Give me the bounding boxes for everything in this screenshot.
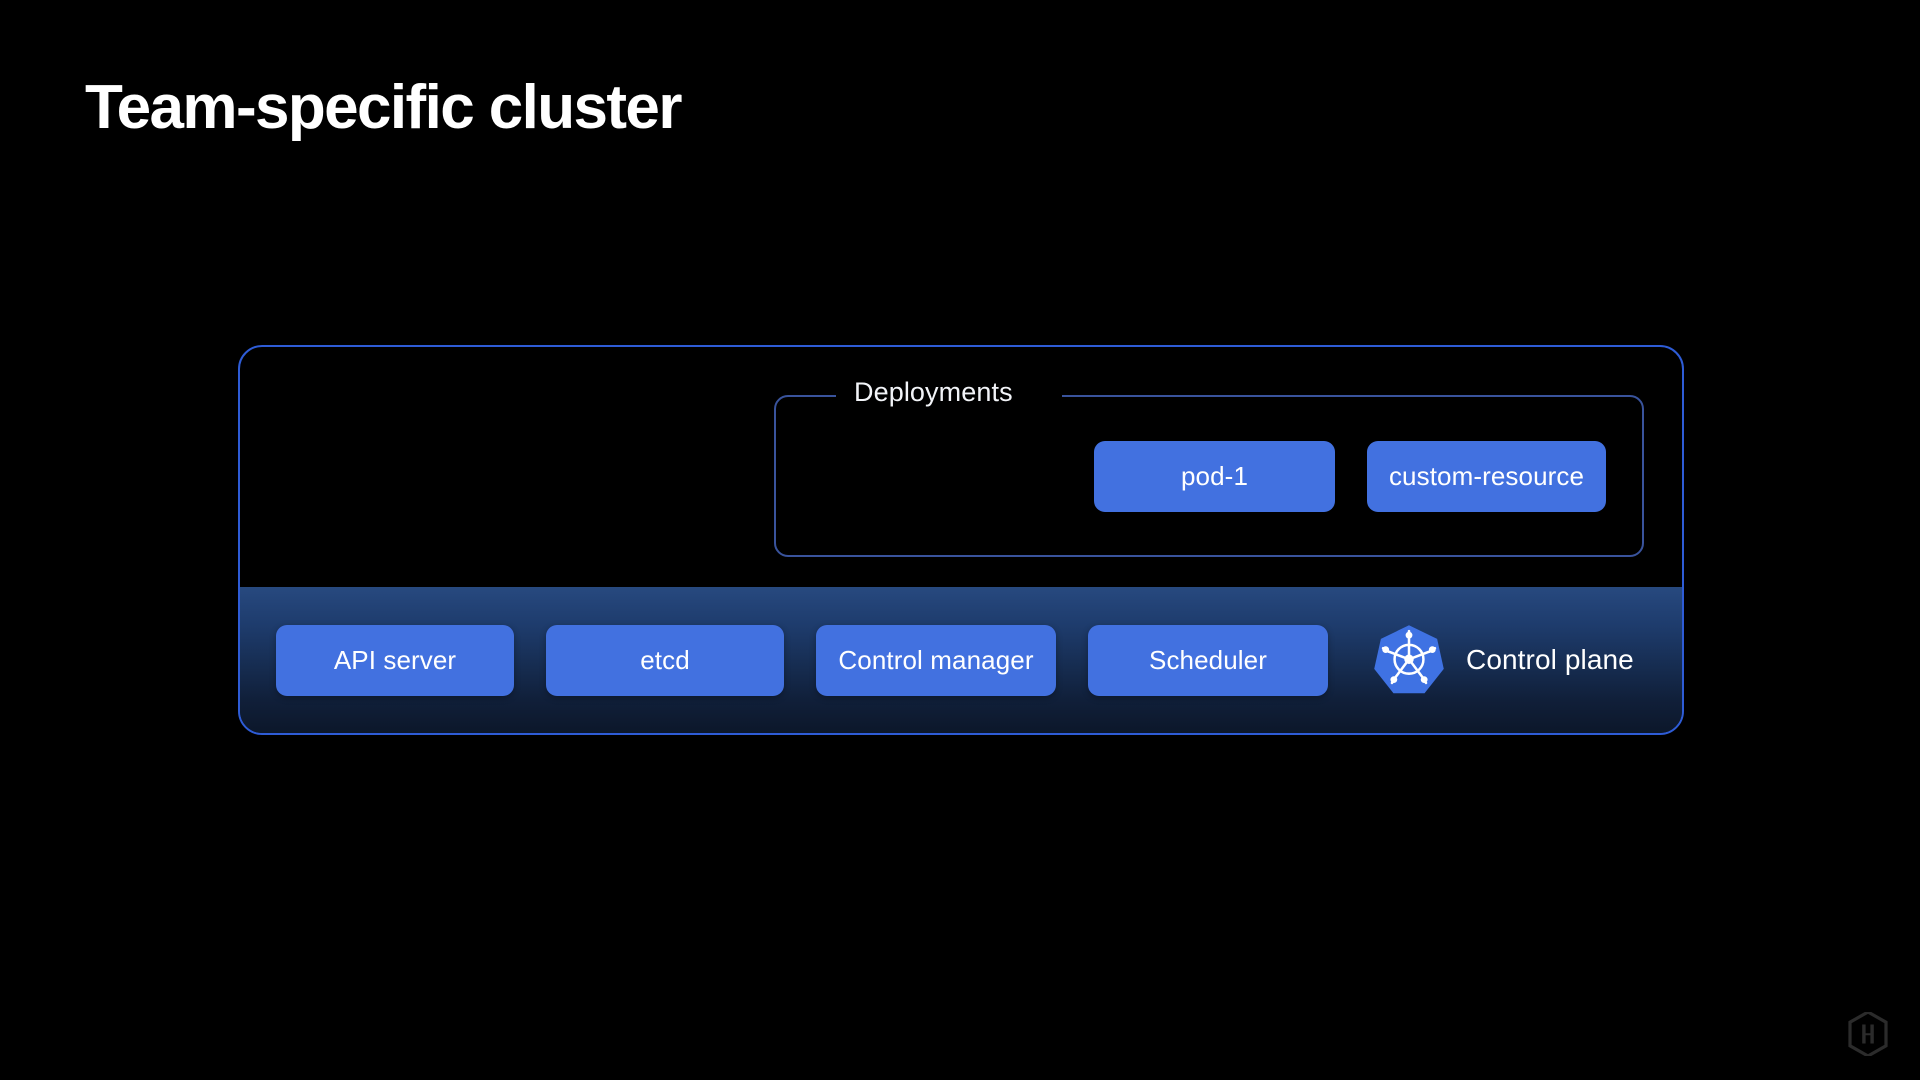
kubernetes-icon <box>1374 625 1444 694</box>
deployments-frame <box>774 395 1644 557</box>
control-plane-component-scheduler[interactable]: Scheduler <box>1088 624 1328 696</box>
control-plane-band: API server etcd Control manager Schedule… <box>240 587 1682 733</box>
control-plane-component-row: API server etcd Control manager Schedule… <box>240 587 1682 733</box>
control-plane-label: Control plane <box>1466 644 1634 675</box>
control-plane-component-api-server[interactable]: API server <box>276 624 514 696</box>
page-title: Team-specific cluster <box>85 73 682 142</box>
deployment-item-custom-resource[interactable]: custom-resource <box>1367 440 1606 512</box>
control-plane-legend: Control plane <box>1372 623 1634 697</box>
deployments-group: Deployments pod-1 custom-resource <box>774 377 1644 557</box>
deployments-item-list: pod-1 custom-resource <box>1094 395 1606 557</box>
deployment-item-pod-1[interactable]: pod-1 <box>1094 440 1335 512</box>
deployments-legend-gap <box>836 392 1062 400</box>
deployments-legend-label: Deployments <box>854 377 1013 407</box>
hashicorp-logo <box>1848 1012 1888 1056</box>
cluster-container: Deployments pod-1 custom-resource API se… <box>238 345 1684 735</box>
control-plane-component-control-manager[interactable]: Control manager <box>816 624 1056 696</box>
control-plane-component-etcd[interactable]: etcd <box>546 624 784 696</box>
